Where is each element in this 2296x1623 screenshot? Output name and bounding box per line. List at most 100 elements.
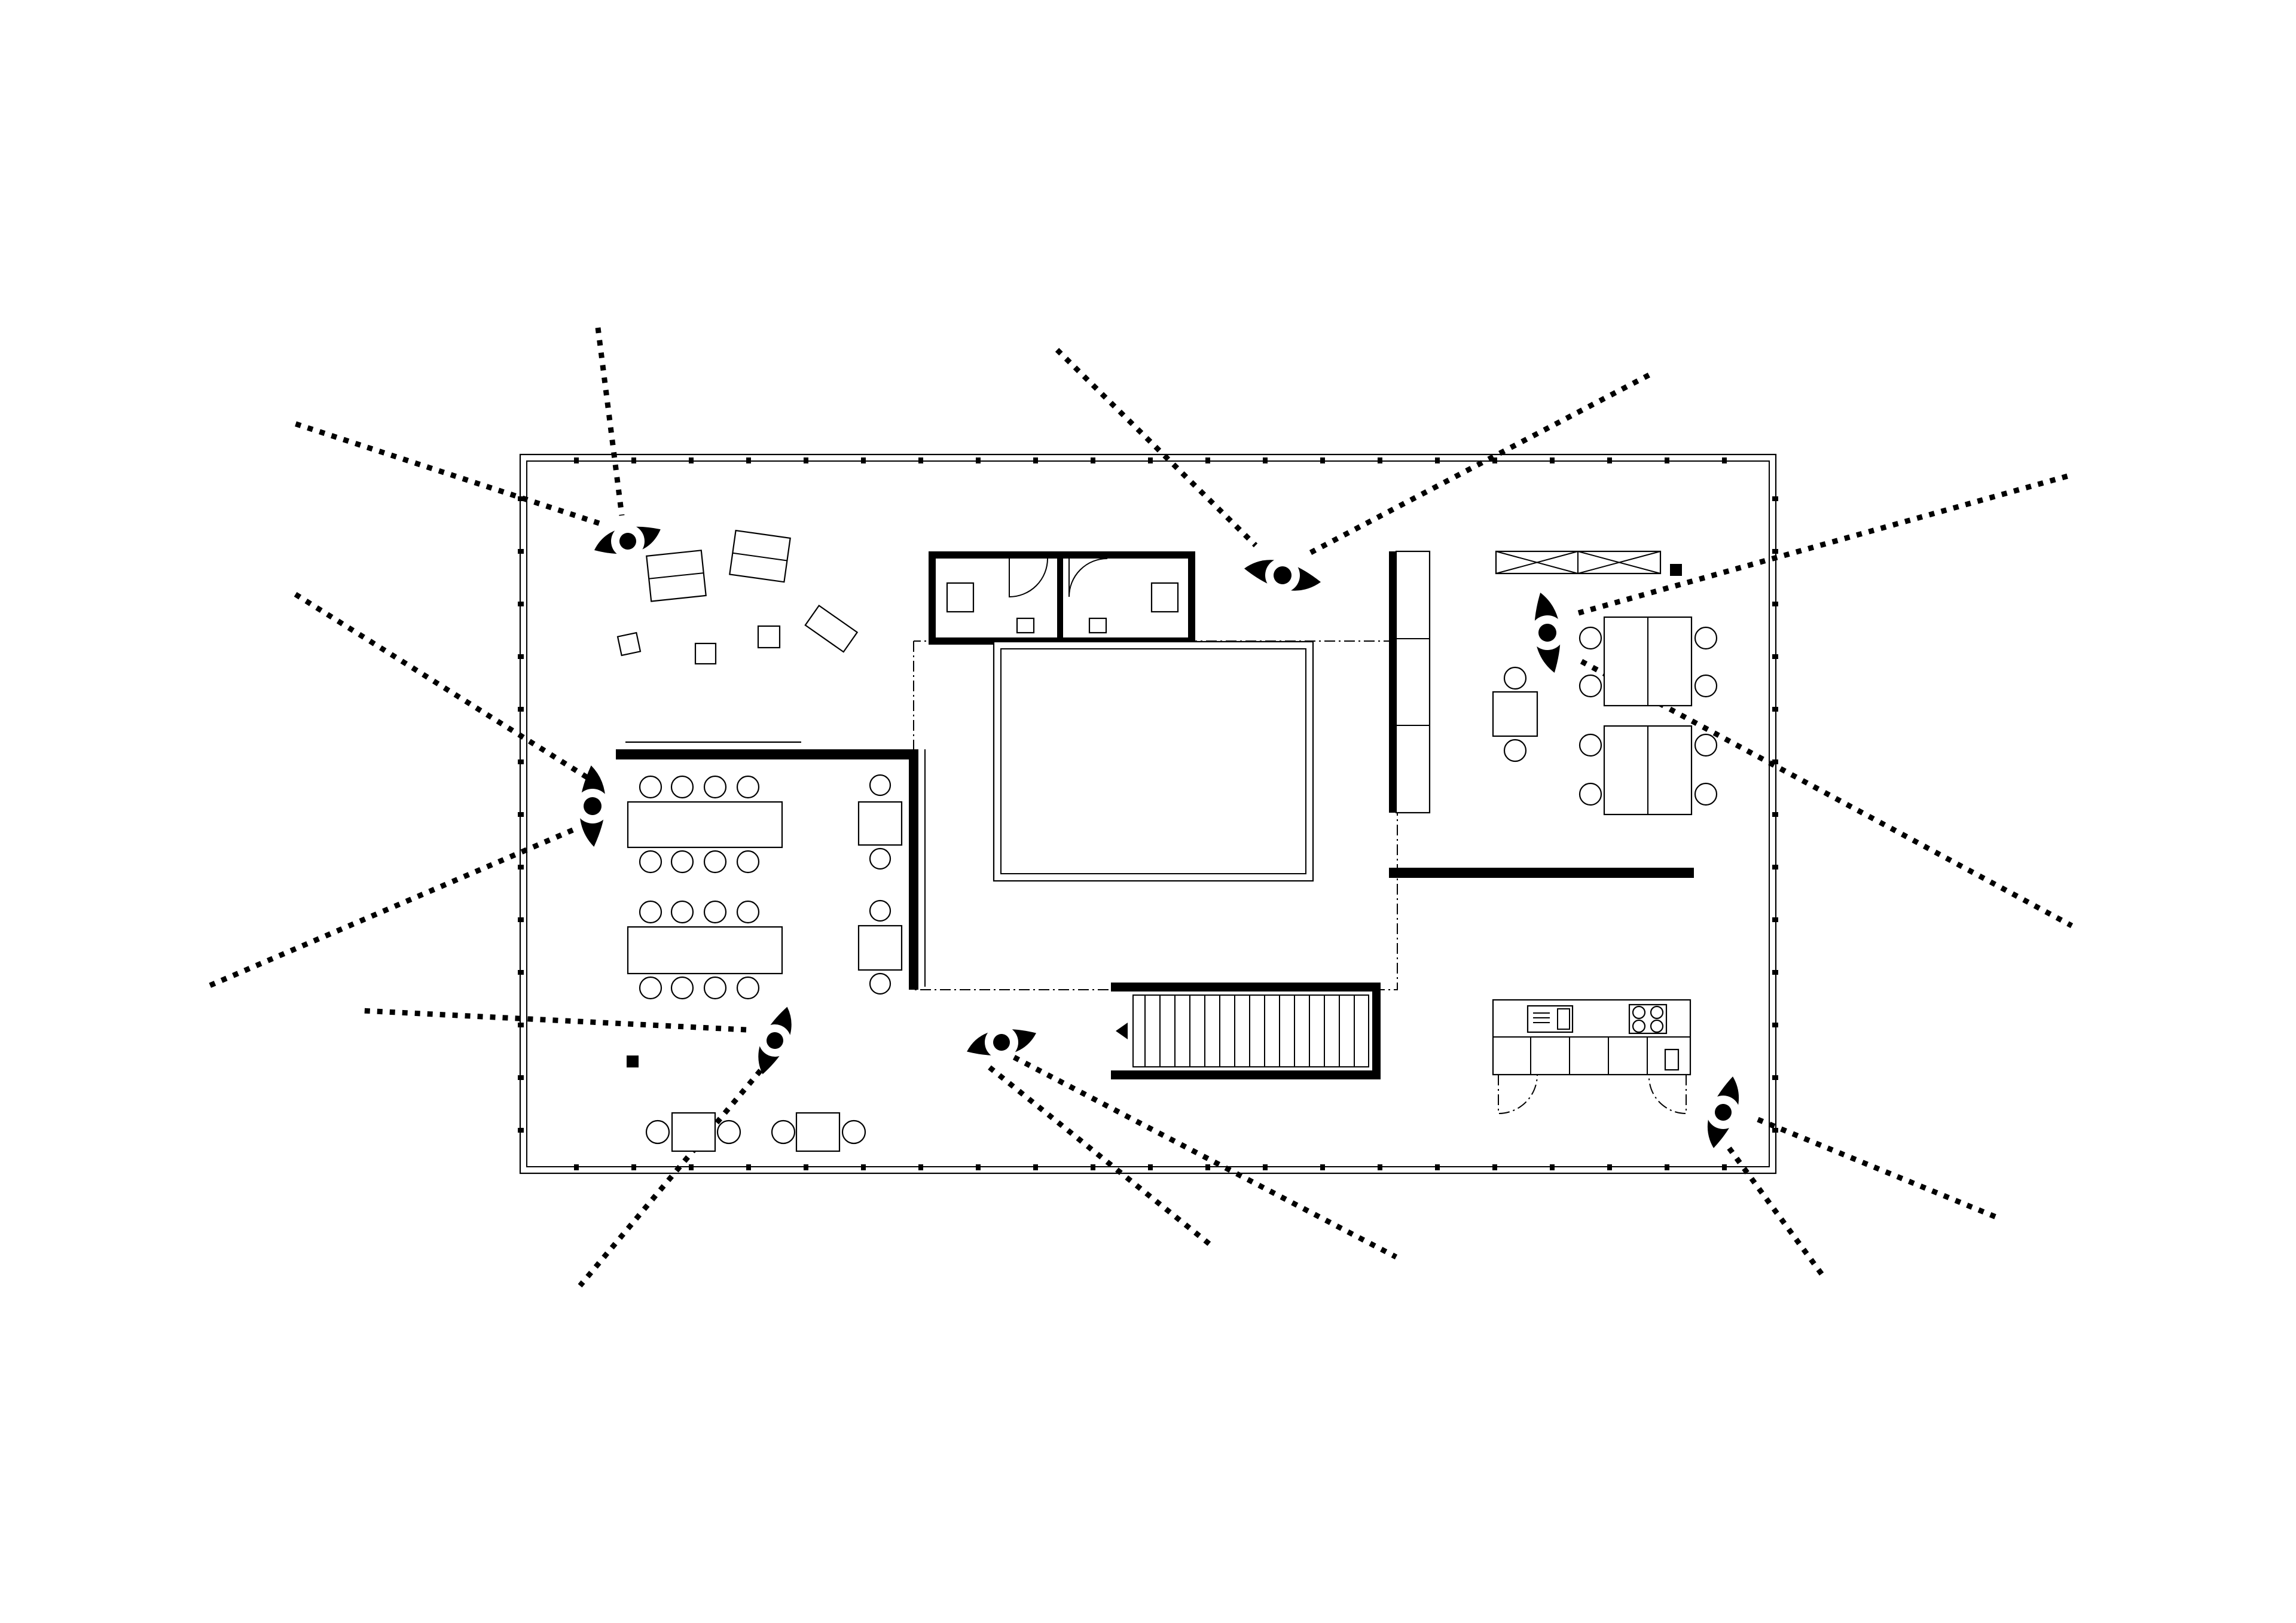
mullion: [1320, 457, 1325, 463]
chair: [736, 850, 760, 874]
sight-line: [1012, 1055, 1398, 1259]
mullion: [689, 457, 694, 463]
mullion: [1033, 1164, 1038, 1170]
mullion: [918, 457, 923, 463]
mullion: [976, 457, 981, 463]
lounge-furniture: [616, 529, 859, 665]
desk-cluster-lower: [1578, 725, 1718, 816]
chair: [703, 900, 727, 924]
central-void: [913, 640, 1398, 990]
chair: [639, 976, 662, 1000]
chair: [639, 850, 662, 874]
sink: [1526, 1005, 1574, 1033]
mullion: [1665, 457, 1669, 463]
mullion: [1320, 1164, 1325, 1170]
mullion: [1772, 707, 1778, 712]
mullion: [518, 865, 524, 870]
chair: [736, 900, 760, 924]
chair: [736, 775, 760, 799]
mullion: [518, 549, 524, 554]
chair: [703, 775, 727, 799]
eye-icon: [1244, 558, 1321, 593]
sight-line: [1727, 1146, 1826, 1279]
mullion: [518, 654, 524, 659]
mullion: [1435, 1164, 1440, 1170]
chair-row: [639, 850, 760, 874]
mullion: [518, 1023, 524, 1027]
chair: [670, 976, 694, 1000]
mullion: [1722, 457, 1727, 463]
chair: [639, 900, 662, 924]
kitchen: [1492, 999, 1692, 1115]
arrow-left-icon: [1116, 1023, 1128, 1039]
mullion: [1722, 1164, 1727, 1170]
stool: [757, 625, 781, 649]
dining-table-upper: [627, 801, 783, 849]
mullion: [1772, 865, 1778, 870]
partition-walls-right: [1389, 550, 1694, 878]
staircase: [1111, 983, 1381, 1079]
chair: [703, 976, 727, 1000]
mullion: [1492, 457, 1497, 463]
sight-line: [578, 1069, 763, 1288]
mullion: [631, 457, 636, 463]
sight-line: [361, 1008, 747, 1033]
stair-treads: [1144, 995, 1355, 1067]
sight-line: [1757, 1116, 1997, 1220]
mullion: [1772, 1075, 1778, 1080]
mullion: [918, 1164, 923, 1170]
mullion: [1550, 1164, 1555, 1170]
mullion: [1772, 496, 1778, 501]
restroom-block: [929, 551, 1195, 645]
chair-row: [639, 775, 760, 799]
mullion: [518, 707, 524, 712]
column-marker: [627, 1055, 639, 1067]
sight-line: [988, 1065, 1213, 1247]
mullion: [689, 1164, 694, 1170]
sight-line: [293, 420, 600, 526]
mullion: [518, 970, 524, 975]
facade-mullions: [518, 457, 1778, 1170]
mullion: [518, 812, 524, 817]
mullion: [1772, 549, 1778, 554]
mullion: [1772, 970, 1778, 975]
storage-cabinet: [1495, 550, 1662, 575]
mullion: [1772, 917, 1778, 922]
mullion: [1205, 1164, 1210, 1170]
mullion: [518, 759, 524, 764]
sight-line: [595, 327, 625, 516]
mullion: [1772, 812, 1778, 817]
chair: [670, 850, 694, 874]
mullion: [1772, 654, 1778, 659]
sight-line: [1055, 347, 1258, 548]
mullion: [1435, 457, 1440, 463]
eye-icon: [594, 524, 661, 558]
mullion: [518, 602, 524, 606]
partition-walls-left: [616, 741, 926, 990]
mullion: [1148, 1164, 1153, 1170]
mullion: [804, 457, 808, 463]
mullion: [861, 1164, 866, 1170]
stool: [694, 642, 717, 665]
side-table: [1492, 666, 1538, 762]
mullion: [1263, 1164, 1268, 1170]
mullion: [1205, 457, 1210, 463]
bench: [804, 605, 859, 653]
sight-line: [290, 590, 589, 780]
mullion: [518, 1075, 524, 1080]
chair: [703, 850, 727, 874]
mullion: [1492, 1164, 1497, 1170]
chair: [639, 775, 662, 799]
mullion: [1665, 1164, 1669, 1170]
mullion: [518, 917, 524, 922]
chair-row: [639, 900, 760, 924]
mullion: [1772, 1128, 1778, 1133]
chair: [670, 775, 694, 799]
mullion: [631, 1164, 636, 1170]
mullion: [574, 457, 579, 463]
mullion: [518, 496, 524, 501]
eye-icon: [967, 1026, 1036, 1059]
column-marker: [1670, 564, 1682, 576]
mullion: [804, 1164, 808, 1170]
chair: [736, 976, 760, 1000]
